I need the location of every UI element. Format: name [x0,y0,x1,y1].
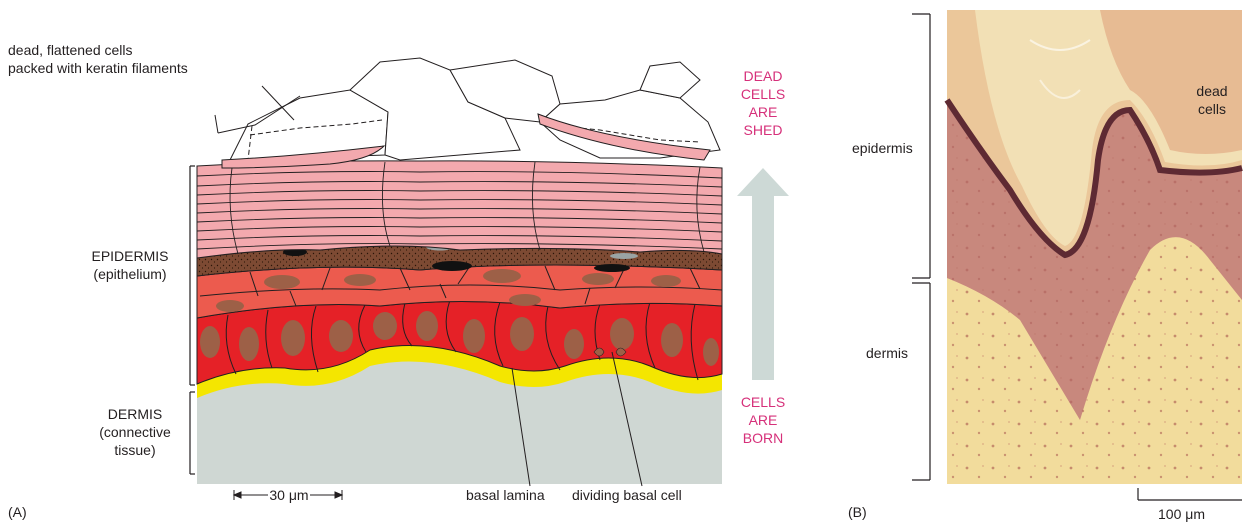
dermis-bracket [190,392,195,474]
dermis-label-b: dermis [866,345,908,362]
shed-label-line1: DEAD [733,68,793,85]
epidermis-bracket [190,166,195,385]
epidermis-label-b: epidermis [852,140,913,157]
scale-bar-a-label: 30 μm [266,487,312,504]
skin-micrograph [947,10,1242,484]
epidermis-bracket-b [912,14,930,278]
epidermis-label-line2: (epithelium) [75,266,185,283]
callout-dead-cells-line1: dead, flattened cells [8,42,133,59]
dividing-basal-cell-label: dividing basal cell [572,487,682,504]
callout-dead-cells-line2: packed with keratin filaments [8,60,188,77]
skin-diagram [197,58,722,484]
dermis-label-line2: (connective [85,424,185,441]
dermis-bracket-b [912,283,930,480]
panel-a-label: (A) [8,504,27,521]
shed-label-line4: SHED [733,122,793,139]
dermis-label-line3: tissue) [85,442,185,459]
scale-bar-b [1138,488,1242,500]
born-label-line3: BORN [733,430,793,447]
dead-cells-label-b-line1: dead [1192,83,1232,100]
shed-label-line3: ARE [733,104,793,121]
shed-label-line2: CELLS [733,86,793,103]
born-label-line1: CELLS [733,394,793,411]
panel-b-label: (B) [848,504,867,521]
dermis-label-line1: DERMIS [85,406,185,423]
basal-lamina-label: basal lamina [466,487,545,504]
born-label-line2: ARE [733,412,793,429]
cell-migration-arrow [737,168,789,380]
scale-bar-b-label: 100 μm [1158,506,1205,523]
epidermis-label-line1: EPIDERMIS [75,248,185,265]
dead-cells-label-b-line2: cells [1192,101,1232,118]
